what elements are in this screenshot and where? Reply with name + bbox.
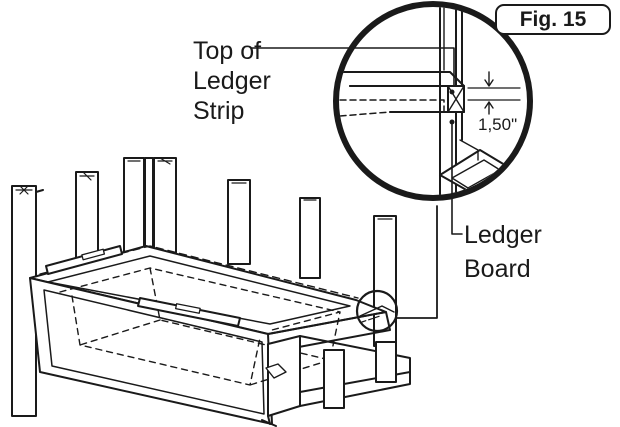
callout-leader-line <box>395 205 438 319</box>
dimension-label: 1,50" <box>478 115 518 134</box>
label-ledger: Ledger <box>193 67 271 95</box>
label-top-of: Top of <box>193 37 262 65</box>
detail-callout-circle <box>355 289 399 333</box>
label-strip: Strip <box>193 97 245 125</box>
base-frame <box>261 335 411 427</box>
figure-number-badge: Fig. 15 <box>495 4 611 35</box>
label-ledger-board-2: Board <box>464 255 531 283</box>
enlarged-detail <box>251 1 533 235</box>
spirit-levels <box>45 245 241 327</box>
label-ledger-board-1: Ledger <box>464 221 542 249</box>
